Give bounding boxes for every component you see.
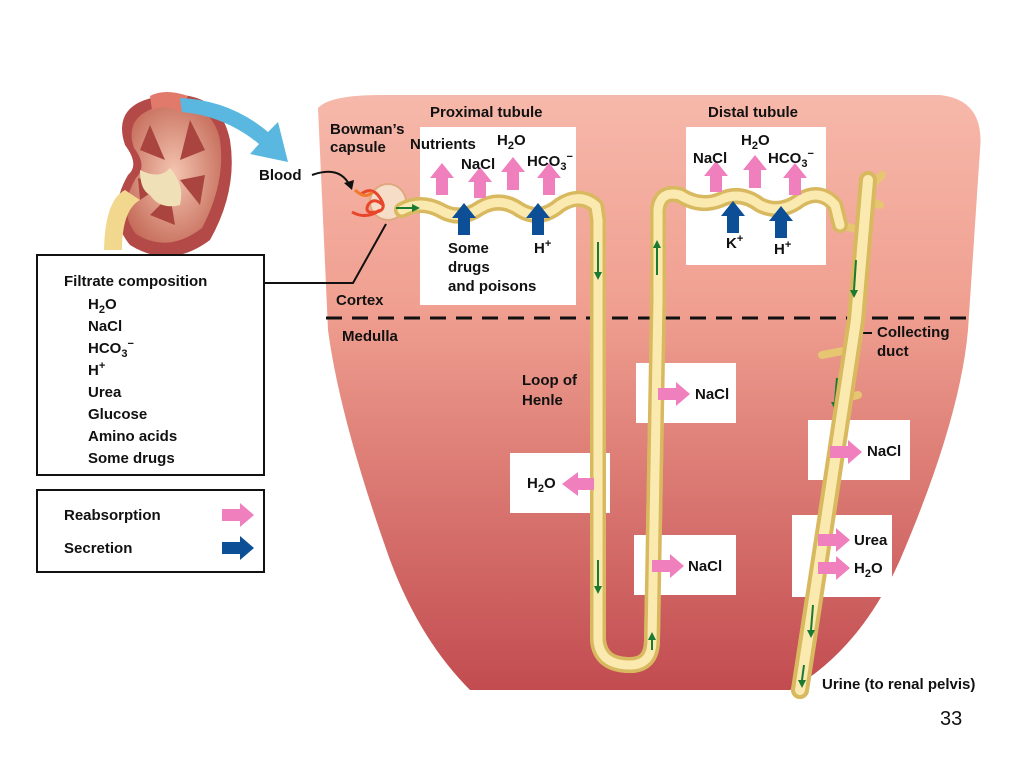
reabsorption-arrows-distal bbox=[704, 155, 807, 195]
proximal-tubule-label: Proximal tubule bbox=[430, 104, 543, 121]
medulla-label: Medulla bbox=[342, 328, 398, 345]
filtrate-item: H2O bbox=[88, 296, 117, 316]
distal-tubule-label: Distal tubule bbox=[708, 104, 799, 121]
distal-kplus-label: K+ bbox=[726, 233, 744, 252]
collecting-urea-label: Urea bbox=[854, 532, 888, 549]
reabsorption-arrows-proximal bbox=[430, 157, 561, 198]
loop-nacl-top-label: NaCl bbox=[695, 386, 730, 403]
loop-of-henle-label-2: Henle bbox=[522, 392, 563, 409]
proximal-nutrients-label: Nutrients bbox=[410, 136, 476, 153]
page-number: 33 bbox=[940, 708, 963, 730]
distal-nacl-label: NaCl bbox=[693, 150, 728, 167]
legend-secretion-label: Secretion bbox=[64, 540, 133, 557]
collecting-duct-label-1: Collecting bbox=[877, 324, 950, 341]
filtrate-pointer bbox=[265, 223, 387, 284]
filtrate-title: Filtrate composition bbox=[64, 273, 208, 290]
legend-box: Reabsorption Secretion bbox=[36, 489, 265, 573]
proximal-some-drugs-2: drugs bbox=[448, 259, 490, 276]
proximal-some-drugs-1: Some bbox=[448, 240, 489, 257]
cortex-label: Cortex bbox=[336, 292, 384, 309]
collecting-nacl-label: NaCl bbox=[867, 443, 902, 460]
filtrate-item: HCO3− bbox=[88, 338, 134, 360]
secretion-arrows-distal bbox=[721, 201, 793, 238]
secretion-arrow-icon bbox=[222, 536, 254, 560]
bowmans-capsule-label-1: Bowman’s bbox=[330, 121, 405, 138]
callout-arrow bbox=[180, 98, 288, 162]
filtrate-item: H+ bbox=[88, 360, 106, 379]
secretion-arrows-proximal bbox=[452, 203, 550, 235]
loop-h2o-label: H2O bbox=[527, 475, 556, 495]
collecting-duct-label-2: duct bbox=[877, 343, 909, 360]
filtrate-item: Amino acids bbox=[88, 428, 178, 445]
distal-hco3-label: HCO3− bbox=[768, 148, 814, 170]
filtrate-item: Urea bbox=[88, 384, 122, 401]
reabsorption-arrow-icon bbox=[222, 503, 254, 527]
distal-hplus-label: H+ bbox=[774, 239, 792, 258]
filtrate-item: NaCl bbox=[88, 318, 123, 335]
proximal-some-drugs-3: and poisons bbox=[448, 278, 537, 295]
reabsorption-arrows-medulla bbox=[562, 382, 862, 580]
proximal-nacl-label: NaCl bbox=[461, 156, 496, 173]
filtrate-item: Some drugs bbox=[88, 450, 175, 467]
proximal-hco3-label: HCO3− bbox=[527, 151, 573, 173]
loop-nacl-bottom-label: NaCl bbox=[688, 558, 723, 575]
legend-arrows bbox=[222, 503, 254, 560]
bowmans-capsule-label-2: capsule bbox=[330, 139, 386, 156]
collecting-h2o-label: H2O bbox=[854, 560, 883, 580]
kidney-illustration bbox=[104, 92, 232, 257]
proximal-h2o-label: H2O bbox=[497, 132, 526, 152]
proximal-hplus-label: H+ bbox=[534, 238, 552, 257]
distal-h2o-label: H2O bbox=[741, 132, 770, 152]
legend-reabsorption-label: Reabsorption bbox=[64, 507, 161, 524]
filtrate-item: Glucose bbox=[88, 406, 148, 423]
urine-label: Urine (to renal pelvis) bbox=[822, 676, 976, 693]
blood-label: Blood bbox=[259, 167, 302, 184]
loop-of-henle-label-1: Loop of bbox=[522, 372, 577, 389]
